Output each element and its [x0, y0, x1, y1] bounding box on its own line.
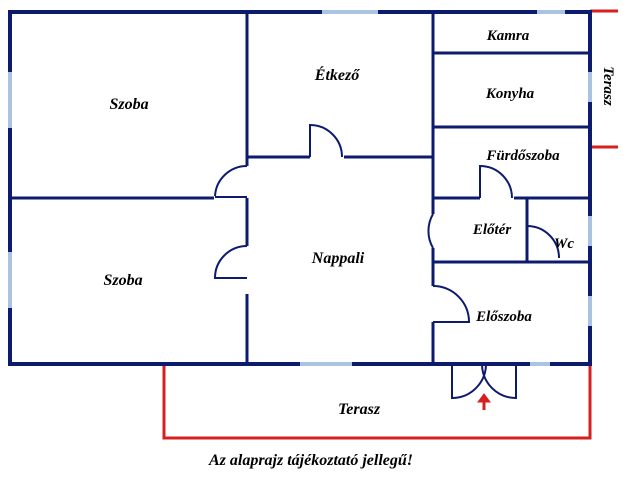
terrace-label-bottom: Terasz	[338, 401, 381, 418]
entrance-arrow-icon	[477, 393, 491, 410]
door-swing	[309, 123, 343, 158]
interior-walls	[10, 12, 590, 364]
door-swing	[214, 164, 248, 197]
room-label-eloter: Előtér	[472, 222, 511, 238]
room-label-eloszoba: Előszoba	[475, 309, 532, 325]
windows	[8, 10, 592, 366]
door-swing	[479, 164, 513, 199]
room-label-nappali: Nappali	[311, 250, 365, 267]
room-label-szoba-top: Szoba	[109, 96, 148, 113]
room-label-etkezo: Étkező	[314, 65, 360, 84]
terrace-outline	[162, 9, 618, 440]
door-swing	[213, 245, 248, 279]
room-label-konyha: Konyha	[485, 86, 535, 102]
room-label-szoba-bottom: Szoba	[103, 272, 142, 289]
door-swing	[481, 363, 517, 400]
door-swing	[427, 213, 434, 249]
doors	[213, 123, 560, 400]
door-swing	[451, 363, 487, 400]
disclaimer-note: Az alaprajz tájékoztató jellegű!	[208, 452, 413, 469]
door-swing	[526, 225, 560, 259]
terrace-outline-bottom	[162, 366, 592, 440]
door-swing	[432, 285, 471, 323]
room-label-furdoszoba: Fürdőszoba	[485, 148, 560, 164]
room-label-kamra: Kamra	[486, 28, 530, 44]
terrace-label-right: Terasz	[600, 66, 616, 106]
room-label-wc: Wc	[554, 236, 574, 252]
